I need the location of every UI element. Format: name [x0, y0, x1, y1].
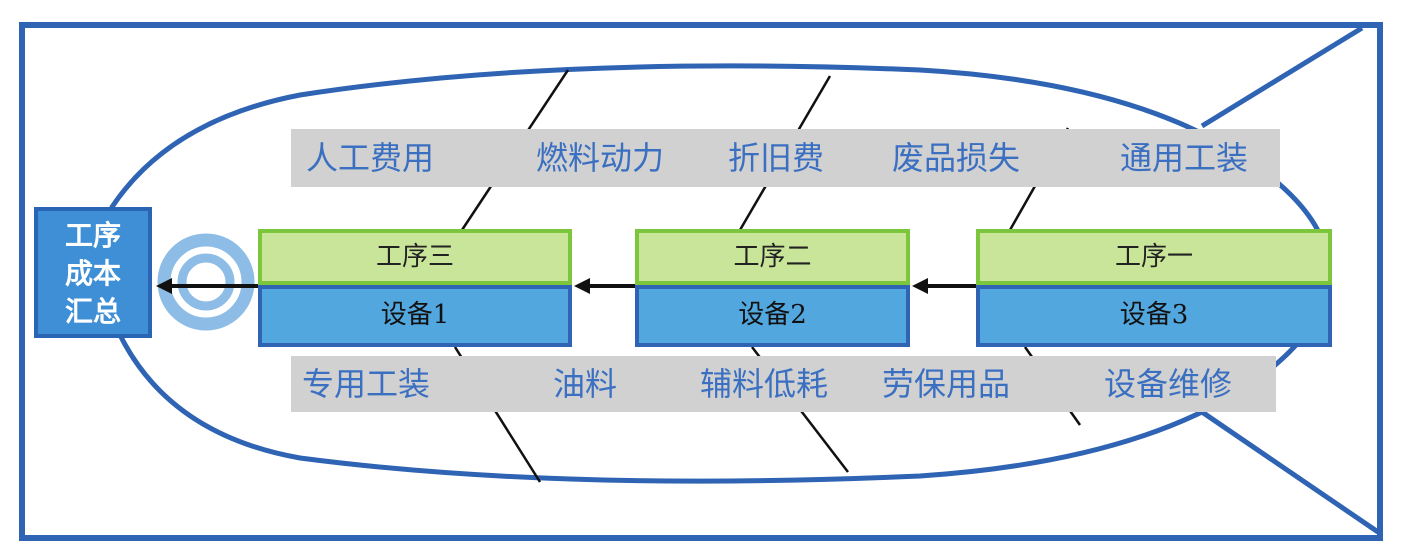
category-oil: 油料	[553, 365, 618, 403]
head-line-3: 汇总	[64, 295, 121, 328]
outer-frame	[19, 22, 1383, 541]
head-line-1: 工序	[64, 219, 121, 252]
category-general-tooling: 通用工装	[1120, 139, 1249, 177]
category-special-tooling: 专用工装	[302, 365, 431, 403]
head-line-2: 成本	[64, 257, 121, 290]
process-box-3: 工序三	[258, 229, 572, 285]
category-scrap-loss: 废品损失	[892, 139, 1021, 177]
equipment-box-2: 设备2	[635, 285, 910, 347]
cost-summary-head: 工序 成本 汇总	[34, 207, 152, 338]
bottom-category-band	[291, 356, 1276, 412]
category-equipment-maintenance: 设备维修	[1104, 365, 1233, 403]
equipment-box-3: 设备3	[976, 285, 1332, 347]
process-box-2: 工序二	[635, 229, 910, 285]
category-fuel-power: 燃料动力	[536, 139, 665, 177]
category-auxiliary-materials: 辅料低耗	[700, 365, 829, 403]
top-category-band	[291, 129, 1280, 187]
category-labor-cost: 人工费用	[306, 139, 435, 177]
spine-arrows	[156, 278, 976, 294]
category-labor-protection: 劳保用品	[882, 365, 1011, 403]
eye-inner-ring	[177, 253, 235, 311]
category-depreciation: 折旧费	[728, 139, 825, 177]
eye-outer-ring	[157, 233, 255, 331]
process-box-1: 工序一	[976, 229, 1332, 285]
fish-tail	[1200, 25, 1380, 535]
equipment-box-1: 设备1	[258, 285, 572, 347]
